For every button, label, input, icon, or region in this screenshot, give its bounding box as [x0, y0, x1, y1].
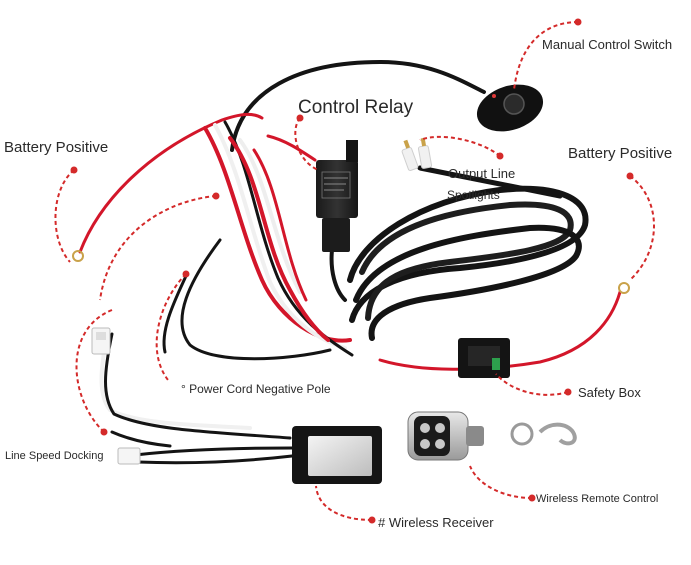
docking-wire-white — [99, 328, 252, 430]
negative-pole-wire — [162, 274, 188, 354]
label-wireless-remote-control: Wireless Remote Control — [536, 493, 659, 505]
battery-positive-right-wire — [378, 290, 622, 371]
receiver-wire-b — [136, 454, 294, 465]
label-wireless-receiver: # Wireless Receiver — [378, 515, 494, 530]
switch-button — [503, 93, 525, 115]
label-safety-box: Safety Box — [578, 385, 641, 400]
leader-battery-left — [54, 169, 75, 263]
battery-positive-left-wire — [78, 112, 264, 254]
leader-wireless-receiver — [315, 485, 373, 521]
leader-line-speed — [75, 309, 113, 433]
output-cable-coil-2 — [359, 201, 574, 321]
leader-battery-right — [629, 175, 655, 281]
label-spotlights: Spotlights — [447, 188, 500, 202]
label-output-line: Output Line — [448, 166, 516, 181]
key-ring — [510, 422, 534, 446]
label-battery-positive-right: Battery Positive — [568, 145, 673, 162]
relay-feed — [329, 248, 347, 302]
leader-control-relay — [294, 117, 319, 171]
remote-button-4 — [435, 439, 445, 449]
lower-black-loop — [180, 238, 332, 361]
control-relay — [316, 140, 358, 252]
bundle-red-3 — [252, 148, 308, 302]
remote-button-3 — [420, 439, 430, 449]
bundle-white-1 — [213, 123, 347, 350]
leader-manual-switch — [513, 21, 579, 91]
output-cable-lead — [417, 165, 563, 199]
switch-indicator — [492, 94, 496, 98]
label-line-speed-docking: Line Speed Docking — [5, 450, 104, 462]
safety-box — [458, 338, 510, 378]
wire-bundle — [72, 59, 630, 465]
leader-dots — [70, 18, 634, 524]
output-cable-coil-1 — [347, 185, 589, 323]
bundle-red-2 — [228, 136, 330, 342]
leader-lines — [54, 21, 655, 521]
leader-safety-box — [495, 373, 569, 396]
remote-button-1 — [420, 423, 430, 433]
label-battery-positive-left: Battery Positive — [4, 139, 109, 156]
docking-connectors — [91, 327, 141, 465]
label-manual-control-switch: Manual Control Switch — [542, 37, 673, 52]
output-line-connectors — [401, 137, 433, 171]
wireless-receiver — [292, 426, 382, 484]
ring-terminal-right — [618, 282, 630, 294]
relay-red-feed — [266, 134, 317, 162]
wireless-remote-control — [407, 411, 577, 461]
leader-negative-pole — [155, 273, 187, 381]
receiver-wire-c — [110, 430, 172, 448]
leader-spotlights-plug — [99, 195, 217, 301]
leader-wireless-remote — [469, 465, 533, 499]
manual-control-switch — [476, 84, 544, 132]
receiver-wire-a — [133, 446, 294, 457]
output-cable-coil-3 — [353, 224, 582, 341]
label-power-cord-negative: ° Power Cord Negative Pole — [181, 382, 331, 396]
docking-wire-black — [104, 332, 292, 440]
label-control-relay: Control Relay — [298, 97, 414, 118]
ring-terminal-left — [72, 250, 84, 262]
leader-output-line — [419, 135, 501, 157]
remote-button-2 — [435, 423, 445, 433]
key-clasp — [538, 422, 577, 446]
switch-cable — [230, 59, 486, 152]
bundle-white-2 — [238, 138, 302, 294]
